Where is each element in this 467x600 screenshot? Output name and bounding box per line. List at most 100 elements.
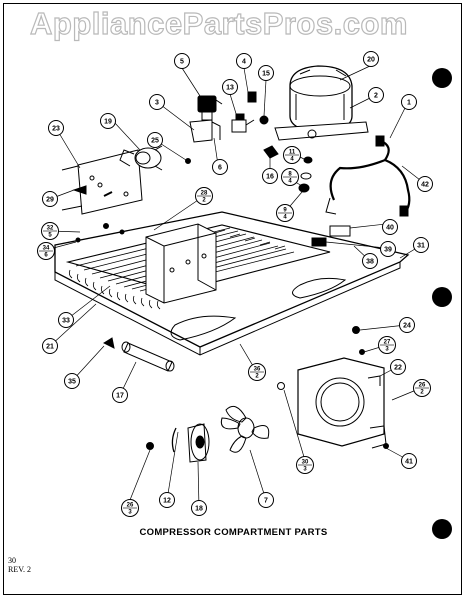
- callout: 6: [212, 159, 228, 175]
- callout-fraction: 84: [281, 168, 299, 186]
- callout-label: 25: [151, 138, 159, 145]
- watermark: AppliancePartsPros.com: [29, 5, 408, 41]
- callout-quantity: 3: [128, 510, 132, 516]
- callout-label: 8: [288, 172, 292, 178]
- callout-label: 42: [421, 182, 429, 189]
- callout-label: 13: [226, 85, 234, 92]
- callout: 35: [64, 373, 80, 389]
- terminal-block: [311, 225, 351, 247]
- callout: 1: [401, 94, 417, 110]
- callout-label: 27: [384, 340, 391, 346]
- callout-quantity: 3: [385, 347, 389, 353]
- callout-label: 30: [302, 460, 309, 466]
- diagram-caption: COMPRESSOR COMPARTMENT PARTS: [139, 527, 328, 538]
- callout-label: 17: [116, 393, 124, 400]
- binder-hole-middle: [432, 287, 452, 307]
- callout-label: 6: [218, 165, 222, 172]
- fan-shroud: [297, 357, 387, 449]
- callout: 40: [382, 219, 398, 235]
- callout: 41: [401, 453, 417, 469]
- callout: 31: [413, 237, 429, 253]
- callout-label: 39: [384, 247, 392, 254]
- callout: 24: [399, 317, 415, 333]
- page-footer: 30 REV. 2: [8, 556, 31, 574]
- callout-fraction: 94: [276, 204, 294, 222]
- callout-fraction: 362: [248, 363, 266, 381]
- callout-quantity: 4: [283, 215, 287, 221]
- callout-label: 2: [374, 93, 378, 100]
- mounting-grommets: [263, 145, 313, 193]
- callout-label: 28: [201, 191, 208, 197]
- callout-quantity: 3: [303, 467, 307, 473]
- screw: [146, 442, 154, 450]
- fan-blade: [220, 405, 270, 453]
- callout-label: 16: [266, 174, 274, 181]
- callout: 16: [262, 168, 278, 184]
- callout-label: 21: [46, 344, 54, 351]
- screw: [119, 229, 125, 235]
- callout-label: 34: [43, 246, 50, 252]
- callout-label: 35: [68, 379, 76, 386]
- callout-label: 41: [405, 459, 413, 466]
- callout: 22: [390, 359, 406, 375]
- callout: 15: [258, 65, 274, 81]
- screw: [383, 443, 389, 449]
- callout-quantity: 4: [288, 179, 292, 185]
- callout-label: 38: [366, 259, 374, 266]
- callout-label: 4: [242, 59, 246, 66]
- screw: [359, 349, 365, 355]
- start-relay: [231, 113, 255, 133]
- callout-label: 20: [367, 57, 375, 64]
- callout: 3: [149, 94, 165, 110]
- callout-fraction: 325: [41, 222, 59, 240]
- base-plate: [54, 211, 410, 356]
- callout: 17: [112, 387, 128, 403]
- wiring-harness: [325, 135, 411, 217]
- callout-label: 1: [407, 100, 411, 107]
- drain-tube: [102, 337, 175, 372]
- condenser-fan-motor: [171, 423, 210, 463]
- callout: 33: [58, 312, 74, 328]
- compressor: [274, 65, 369, 141]
- divider-bracket: [145, 223, 217, 304]
- callout: 20: [363, 51, 379, 67]
- callout: 12: [159, 492, 175, 508]
- callout: 42: [417, 176, 433, 192]
- callout: 29: [42, 191, 58, 207]
- callout-label: 26: [419, 383, 426, 389]
- callout-label: 9: [283, 208, 287, 214]
- callout: 25: [147, 132, 163, 148]
- callout-label: 5: [180, 59, 184, 66]
- callout-label: 40: [386, 225, 394, 232]
- relay-bracket: [189, 119, 221, 143]
- callout-label: 18: [195, 506, 203, 513]
- callout-label: 7: [264, 498, 268, 505]
- callout-quantity: 4: [290, 157, 294, 163]
- callout-label: 26: [127, 503, 134, 509]
- callout: 13: [222, 79, 238, 95]
- callout-label: 12: [163, 498, 171, 505]
- sheet-border: [3, 3, 462, 595]
- fan-motor: [119, 145, 163, 171]
- callout: 21: [42, 338, 58, 354]
- callout-label: 24: [403, 323, 411, 330]
- callout-fraction: 262: [413, 379, 431, 397]
- callout-bubbles: 5 4 15 20 2 3 13 1 23 19 25 6 114 16 84 …: [37, 51, 433, 517]
- callout-label: 33: [62, 318, 70, 325]
- callout-quantity: 2: [255, 374, 259, 380]
- callout-label: 19: [104, 119, 112, 126]
- revision-label: REV. 2: [8, 565, 31, 574]
- screw: [352, 326, 360, 334]
- callout-fraction: 114: [283, 146, 301, 164]
- binder-hole-bottom: [432, 519, 452, 539]
- screw: [103, 223, 109, 229]
- screw: [75, 237, 81, 243]
- callout-quantity: 2: [202, 198, 206, 204]
- callout: 4: [236, 53, 252, 69]
- callout-quantity: 5: [48, 233, 52, 239]
- screw: [185, 158, 191, 164]
- callout-label: 36: [254, 367, 261, 373]
- callout-label: 23: [52, 126, 60, 133]
- callout-label: 31: [417, 243, 425, 250]
